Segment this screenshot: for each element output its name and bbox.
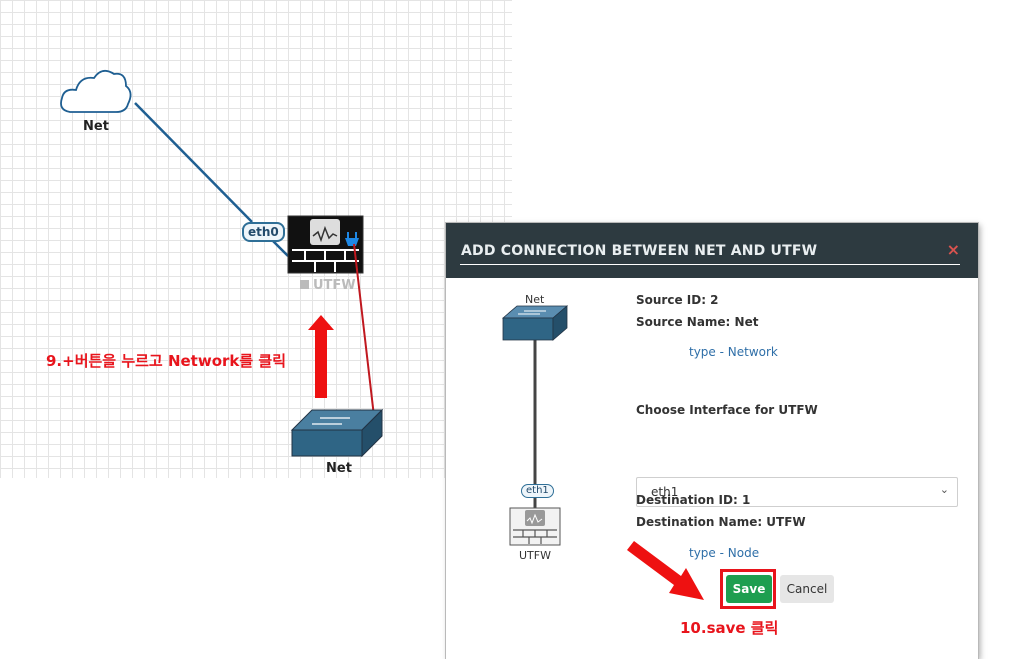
destination-name: Destination Name: UTFW: [636, 515, 806, 529]
source-diagram-label: Net: [525, 293, 545, 306]
save-highlight-box: [720, 569, 776, 609]
utfw-node-label: UTFW: [300, 278, 356, 293]
destination-firewall-icon: [509, 507, 561, 546]
source-type: type - Network: [689, 345, 778, 359]
interface-select-value: eth1: [651, 485, 679, 499]
save-button[interactable]: Save: [726, 575, 772, 603]
close-icon[interactable]: ×: [946, 240, 960, 259]
plug-icon: [345, 232, 359, 246]
source-switch-icon: [501, 305, 569, 341]
eth0-pill: eth0: [242, 222, 285, 242]
dialog-body: Net eth1 UTFW Source ID: 2 Source Name: …: [446, 278, 978, 659]
destination-id: Destination ID: 1: [636, 493, 751, 507]
cancel-button[interactable]: Cancel: [780, 575, 834, 603]
link-eth0-utfw: [271, 239, 289, 257]
cloud-icon: [60, 69, 132, 113]
stopped-square-icon: [300, 280, 309, 289]
switch-node-icon: [290, 408, 384, 458]
dialog-title-underline: [460, 264, 960, 265]
dialog-title: ADD CONNECTION BETWEEN NET AND UTFW: [461, 243, 818, 259]
cloud-node-label: Net: [83, 119, 109, 134]
source-name: Source Name: Net: [636, 315, 759, 329]
step10-annotation: 10.save 클릭: [680, 619, 779, 637]
switch-node-label: Net: [326, 461, 352, 476]
interface-label: Choose Interface for UTFW: [636, 403, 818, 417]
add-connection-dialog: ADD CONNECTION BETWEEN NET AND UTFW ×: [446, 223, 978, 659]
drag-connection-line: [353, 243, 376, 426]
destination-diagram-label: UTFW: [519, 549, 551, 562]
link-net-utfw: [134, 102, 253, 223]
arrow-up-icon: [308, 315, 334, 398]
dialog-header: ADD CONNECTION BETWEEN NET AND UTFW ×: [446, 223, 978, 278]
interface-select[interactable]: eth1 ⌄: [636, 477, 958, 507]
eth1-pill: eth1: [521, 484, 554, 498]
chevron-down-icon: ⌄: [939, 483, 949, 496]
destination-type: type - Node: [689, 546, 760, 560]
step9-annotation: 9.+버튼을 누르고 Network를 클릭: [46, 352, 287, 370]
utfw-node-label-text: UTFW: [313, 278, 356, 293]
connection-diagram: [501, 305, 569, 546]
source-id: Source ID: 2: [636, 293, 719, 307]
